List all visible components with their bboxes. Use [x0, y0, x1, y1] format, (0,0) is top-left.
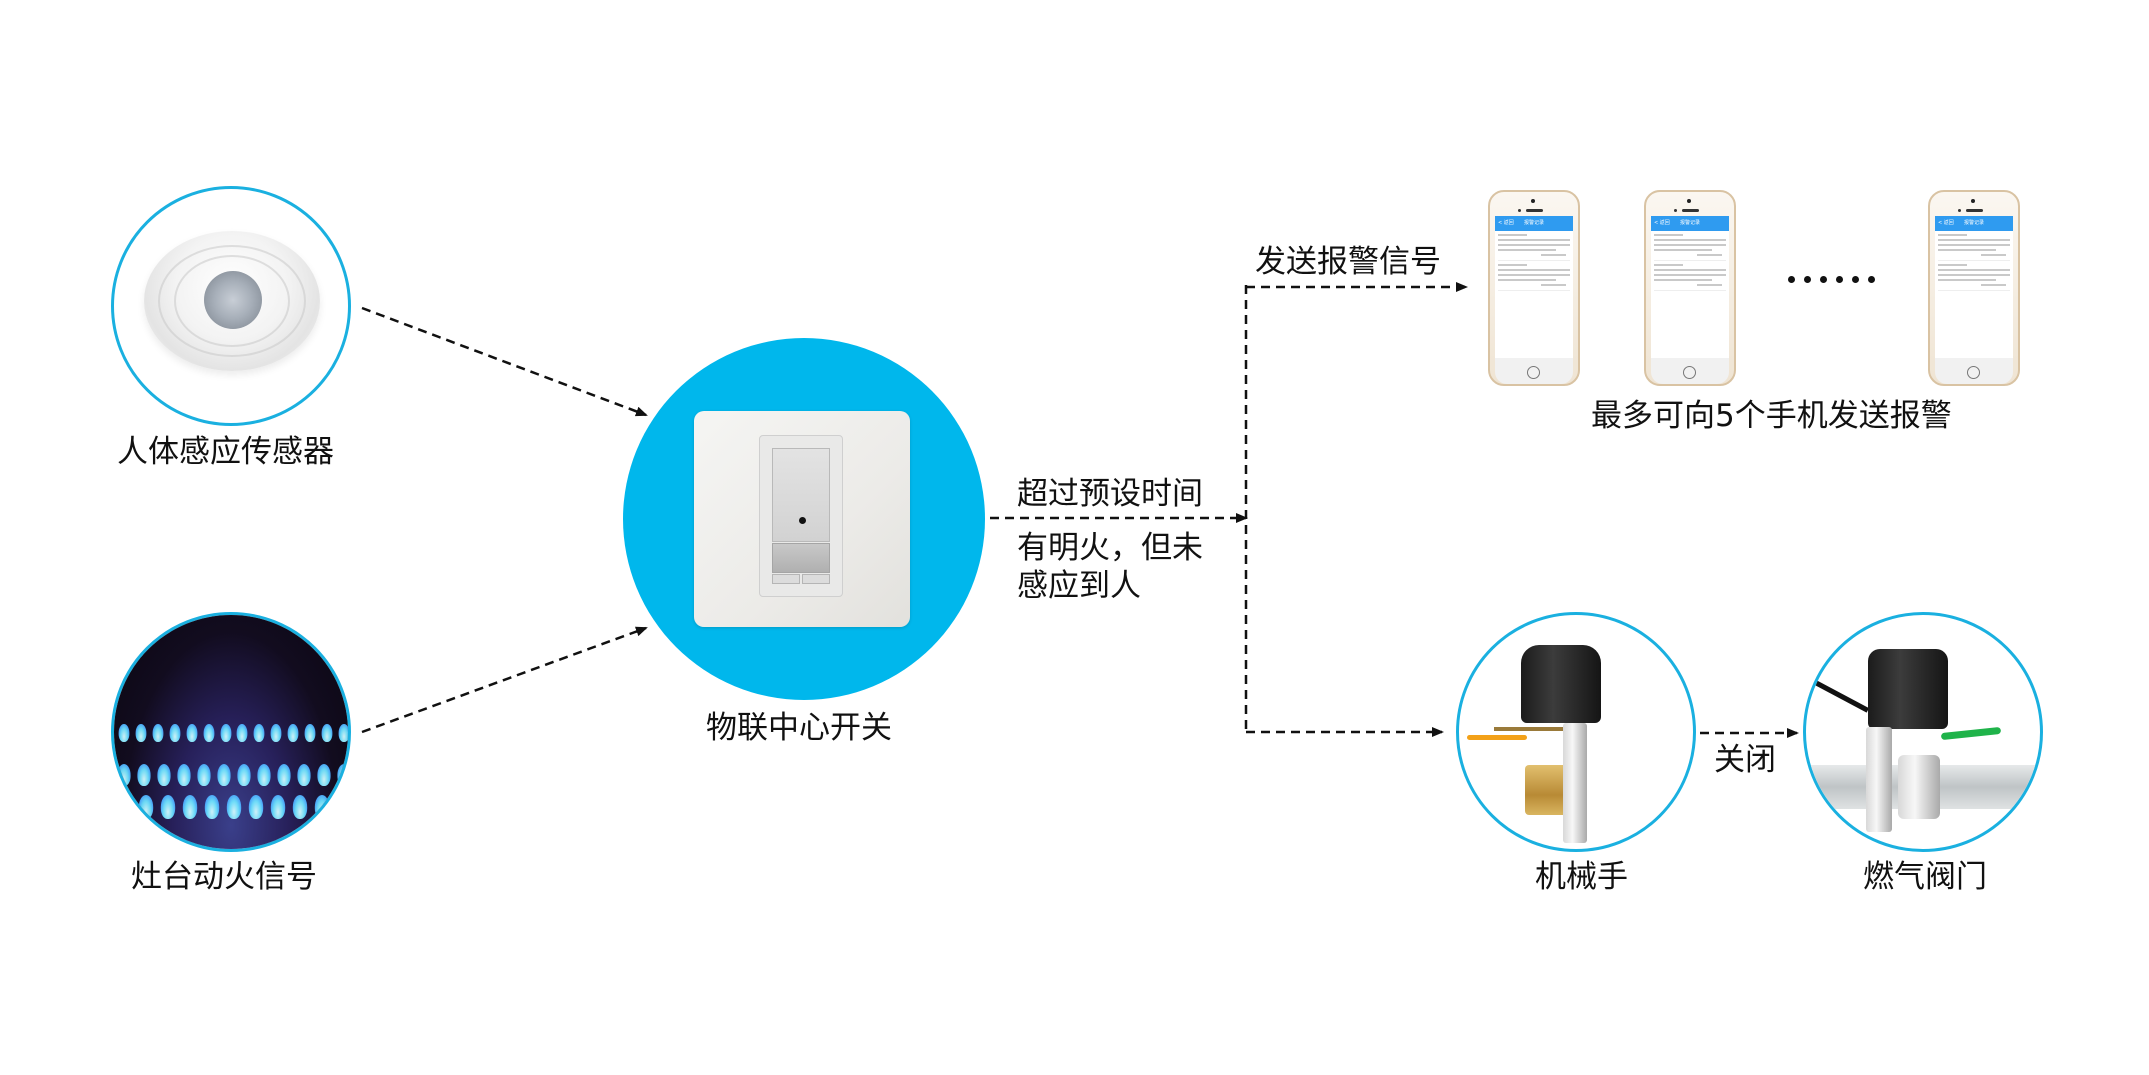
more-phones-ellipsis — [1788, 276, 1875, 283]
flame-tip — [321, 724, 333, 742]
flame-tip — [270, 724, 282, 742]
phone-screen-title: 报警记录 — [1523, 220, 1544, 226]
close-action-label: 关闭 — [1714, 742, 1776, 778]
flame-tip — [237, 724, 248, 742]
flame-tip — [197, 764, 211, 786]
flame-tip — [117, 764, 131, 786]
gas-valve-image — [1803, 612, 2043, 852]
flame-tip — [138, 795, 154, 819]
flame-tip — [257, 764, 271, 786]
condition-line-2: 有明火，但未 — [1017, 530, 1203, 566]
phone-1: < 返回报警记录 — [1488, 190, 1580, 386]
actuator-label: 机械手 — [1535, 859, 1628, 895]
gas-valve-label: 燃气阀门 — [1863, 859, 1987, 895]
actuator-icon — [1521, 645, 1601, 723]
flame-tip — [217, 764, 231, 786]
stove-flame-image — [111, 612, 351, 852]
smart-switch-icon — [694, 411, 910, 627]
alarm-caption: 最多可向5个手机发送报警 — [1591, 398, 1952, 434]
flame-tip — [137, 764, 151, 786]
flame-tip — [297, 764, 311, 786]
flame-tip — [186, 724, 198, 742]
flame-tip — [118, 724, 130, 742]
sensor-dot — [799, 517, 806, 524]
flame-tip — [160, 795, 176, 819]
flame-tip — [169, 724, 181, 742]
motion-sensor-icon — [144, 231, 320, 371]
flame-tip — [317, 764, 331, 786]
arrow-flame-to-hub — [361, 626, 648, 734]
flame-tip — [220, 724, 231, 742]
actuator-image — [1456, 612, 1696, 852]
flame-tip — [270, 795, 286, 819]
flame-tip — [277, 764, 291, 786]
flame-tip — [116, 795, 132, 819]
condition-line-1: 超过预设时间 — [1017, 476, 1203, 512]
phone-3: < 返回报警记录 — [1928, 190, 2020, 386]
flame-tip — [203, 724, 215, 742]
flame-tip — [336, 795, 348, 819]
flame-tip — [248, 795, 264, 819]
flame-tip — [157, 764, 171, 786]
flame-tip — [253, 724, 265, 742]
flame-tip — [338, 724, 348, 742]
condition-line-3: 感应到人 — [1017, 568, 1141, 604]
flame-tip — [292, 795, 308, 819]
flame-tip — [226, 795, 242, 819]
hub-label: 物联中心开关 — [706, 710, 892, 746]
flame-tip — [304, 724, 316, 742]
phone-2: < 返回报警记录 — [1644, 190, 1736, 386]
gas-valve-icon — [1868, 649, 1948, 729]
motion-sensor-image — [111, 186, 351, 426]
flame-tip — [287, 724, 299, 742]
flame-tip — [152, 724, 164, 742]
flame-tip — [177, 764, 191, 786]
motion-sensor-label: 人体感应传感器 — [117, 434, 334, 470]
arrow-pir-to-hub — [361, 306, 648, 417]
flame-tip — [182, 795, 198, 819]
flame-tip — [237, 764, 251, 786]
flame-tip — [337, 764, 348, 786]
flame-tip — [204, 795, 220, 819]
flame-tip — [135, 724, 147, 742]
stove-flame-label: 灶台动火信号 — [131, 859, 317, 895]
send-alarm-label: 发送报警信号 — [1255, 244, 1441, 280]
flame-tip — [314, 795, 330, 819]
